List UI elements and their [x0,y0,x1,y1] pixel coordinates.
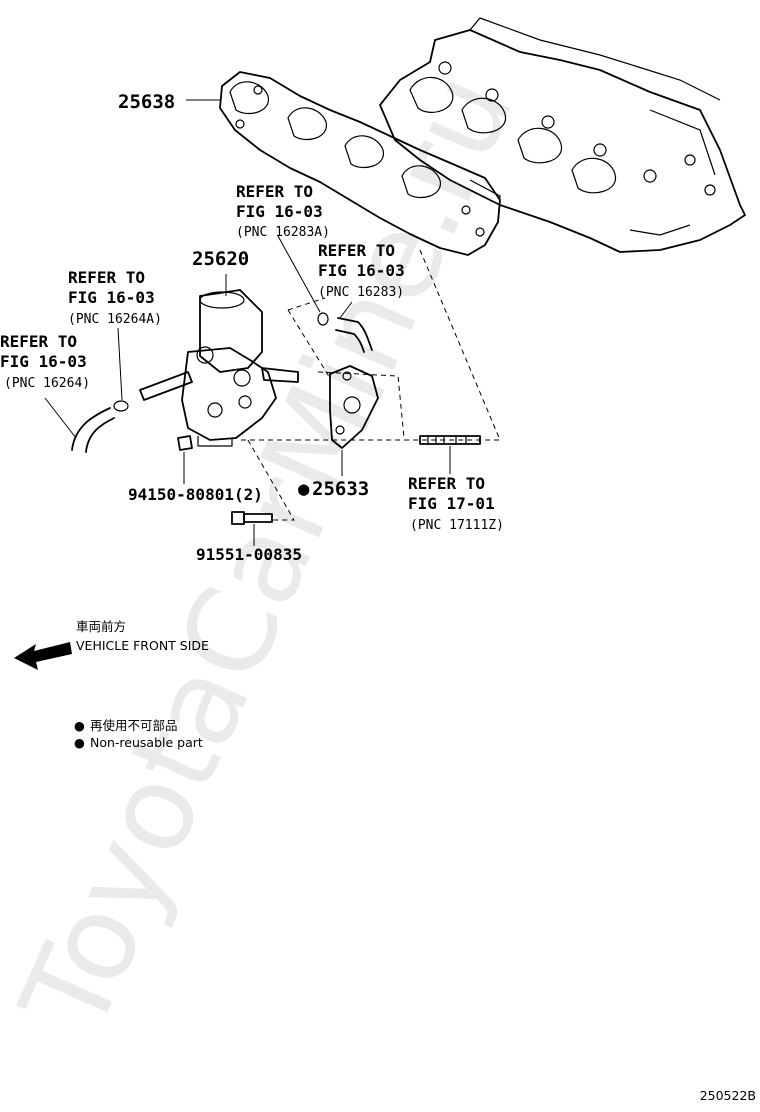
front-arrow-icon [14,642,72,670]
hoses-and-clamps-drawing [71,312,373,453]
vehicle-front-indicator: 車両前方 VEHICLE FRONT SIDE [14,619,209,670]
legend-label-jp: 再使用不可部品 [90,718,178,733]
ref-line-fig: FIG 16-03 [236,202,323,221]
legend-bullet-en: ● [74,735,85,750]
cylinder-head-drawing [379,17,746,253]
ref-line-pnc: (PNC 16283) [318,285,404,300]
manifold-gasket-drawing [219,71,501,256]
legend-bullet-jp: ● [74,718,85,733]
ref-line-fig: FIG 16-03 [0,352,87,371]
reference-callout-16264: REFER TO FIG 16-03 (PNC 16264) [0,332,90,391]
part-number-25620: 25620 [192,248,249,270]
legend-label-en: Non-reusable part [90,735,203,750]
ref-line-fig: FIG 16-03 [68,288,155,307]
reference-callout-17111z: REFER TO FIG 17-01 (PNC 17111Z) [408,474,504,533]
ref-line-refer: REFER TO [408,474,485,493]
ref-line-fig: FIG 16-03 [318,261,405,280]
ref-line-pnc: (PNC 17111Z) [410,518,504,533]
ref-line-refer: REFER TO [236,182,313,201]
ref-line-refer: REFER TO [0,332,77,351]
bolt-drawing [231,511,273,525]
reference-callout-16264a: REFER TO FIG 16-03 (PNC 16264A) [68,268,162,327]
ref-line-pnc: (PNC 16264A) [68,312,162,327]
part-number-bolt: 91551-00835 [196,545,302,564]
ref-line-pnc: (PNC 16283A) [236,225,330,240]
reference-callout-16283a: REFER TO FIG 16-03 (PNC 16283A) [236,182,330,240]
part-number-nut: 94150-80801(2) [128,485,263,504]
legend: ● 再使用不可部品 ● Non-reusable part [74,718,203,750]
nut-drawing [177,435,193,451]
ref-line-fig: FIG 17-01 [408,494,495,513]
figure-id: 250522B [700,1088,756,1103]
leader-lines [44,99,451,546]
ref-line-refer: REFER TO [68,268,145,287]
part-number-25638: 25638 [118,91,175,113]
non-reusable-marker: ● [298,478,310,500]
ref-line-pnc: (PNC 16264) [4,376,90,391]
ref-line-refer: REFER TO [318,241,395,260]
egr-valve-drawing [139,289,299,447]
egr-gasket-drawing [329,365,379,449]
vehicle-front-en: VEHICLE FRONT SIDE [76,638,209,653]
part-number-25633: 25633 [312,478,369,500]
assembly-lines [240,249,501,521]
vehicle-front-jp: 車両前方 [76,619,126,634]
reference-callout-16283: REFER TO FIG 16-03 (PNC 16283) [318,241,405,300]
